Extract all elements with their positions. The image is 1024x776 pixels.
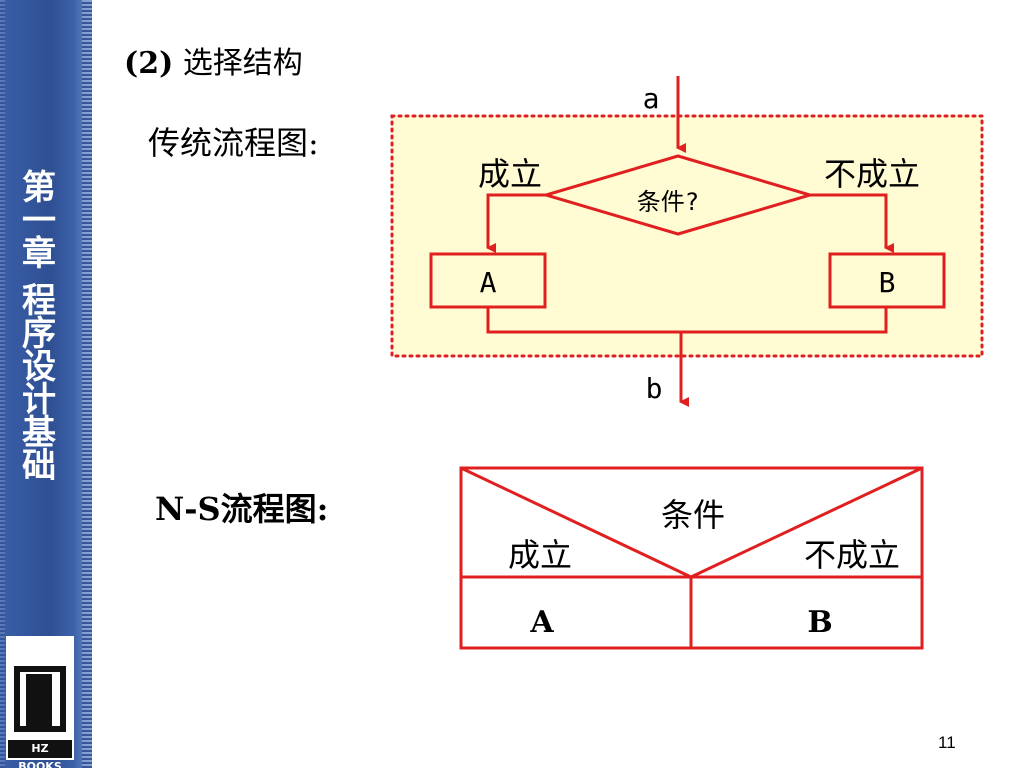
true-branch-line	[486, 193, 546, 253]
box-a	[429, 252, 547, 309]
sidebar-edge-stripe-right	[82, 0, 92, 768]
box-b-label: B	[879, 266, 896, 299]
slide-heading: (2) 选择结构	[124, 38, 303, 82]
dotted-frame	[390, 114, 984, 358]
traditional-flowchart: a b 条件? 成立 不成立 A B	[390, 76, 984, 407]
label-ns-chart: N-S流程图:	[155, 490, 329, 528]
chapter-char: 设	[22, 347, 56, 387]
exit-label: b	[646, 372, 663, 405]
heading-text: 选择结构	[182, 46, 303, 81]
chapter-char: 一	[22, 201, 56, 241]
sidebar-edge-stripe-left	[0, 0, 5, 768]
chapter-char: 第	[22, 168, 56, 208]
ns-true-label: 成立	[508, 536, 572, 574]
ns-branch-a: A	[529, 605, 554, 640]
ns-false-label: 不成立	[804, 536, 900, 574]
publisher-logo: HZ BOOKS	[6, 636, 74, 773]
page-number: 11	[938, 733, 956, 752]
condition-diamond	[540, 154, 816, 236]
false-label: 不成立	[824, 155, 920, 193]
box-b	[828, 252, 946, 309]
chapter-char: 章	[22, 234, 56, 274]
ns-condition-text: 条件	[661, 496, 725, 534]
ns-branch-b: B	[807, 605, 832, 640]
chapter-char: 计	[22, 380, 56, 420]
chapter-char: 础	[22, 446, 56, 486]
false-branch-line	[810, 193, 894, 253]
chapter-char: 基	[22, 413, 56, 453]
chapter-char: 序	[22, 314, 56, 354]
ns-diagonal-left	[460, 466, 692, 579]
heading-number: (2)	[124, 46, 174, 81]
merge-line	[486, 307, 888, 334]
condition-text: 条件?	[637, 188, 699, 216]
true-label: 成立	[478, 155, 542, 193]
box-a-label: A	[480, 266, 497, 299]
ns-chart: 条件 成立 不成立 A B	[459, 466, 924, 650]
ns-diagonal-right	[690, 466, 923, 579]
label-traditional-flowchart: 传统流程图:	[148, 124, 319, 162]
chapter-title: 第 一 章 程 序 设 计 基 础	[14, 168, 64, 486]
entry-label: a	[643, 82, 660, 115]
book-logo-icon	[14, 666, 66, 732]
sidebar: 第 一 章 程 序 设 计 基 础 HZ BOOKS	[0, 0, 92, 773]
chapter-char: 程	[22, 281, 56, 321]
